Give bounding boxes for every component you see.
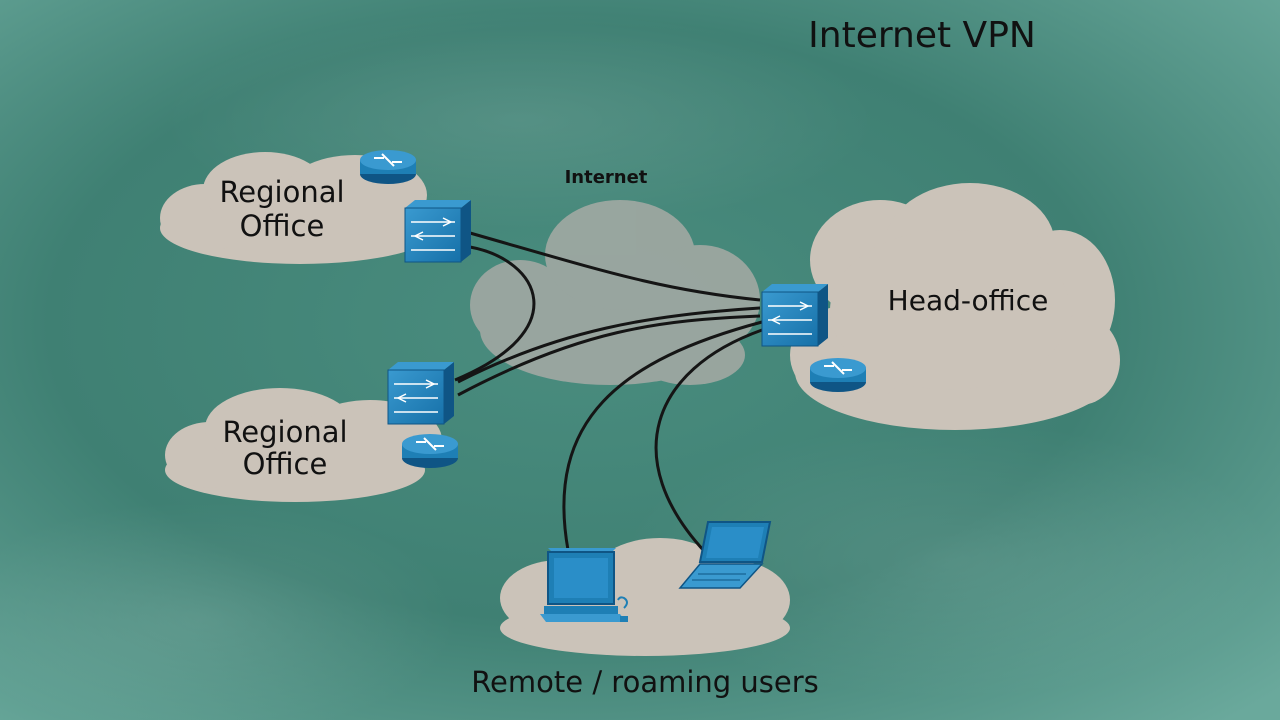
head-office-cloud <box>790 183 1120 430</box>
firewall-icon <box>404 200 471 263</box>
laptop-icon <box>678 521 772 589</box>
regional-office-top-label-line1: Regional <box>219 175 344 209</box>
router-icon <box>402 434 458 468</box>
diagram-title: Internet VPN <box>808 15 1036 56</box>
link-head-desktop <box>562 320 763 551</box>
desktop-computer-icon <box>540 548 628 622</box>
regional-office-top-label-line2: Office <box>240 209 325 243</box>
remote-users-label: Remote / roaming users <box>471 665 819 699</box>
firewall-icon <box>387 362 454 425</box>
chalk-smudge <box>0 500 460 720</box>
internet-label: Internet <box>565 167 648 188</box>
link-head-laptop <box>654 328 763 554</box>
firewall-icon <box>761 284 828 347</box>
link-regional-top-head <box>469 231 761 302</box>
vpn-links <box>454 231 763 554</box>
link-regional-bottom-head-2 <box>457 306 761 384</box>
regional-office-bottom-label-line2: Office <box>243 447 328 481</box>
head-office-label: Head-office <box>888 284 1049 317</box>
router-icon <box>810 358 866 392</box>
link-regional-top-regional-bottom <box>454 245 536 382</box>
link-regional-bottom-head <box>457 314 761 397</box>
router-icon <box>360 150 416 184</box>
regional-office-bottom-label-line1: Regional <box>222 415 347 449</box>
